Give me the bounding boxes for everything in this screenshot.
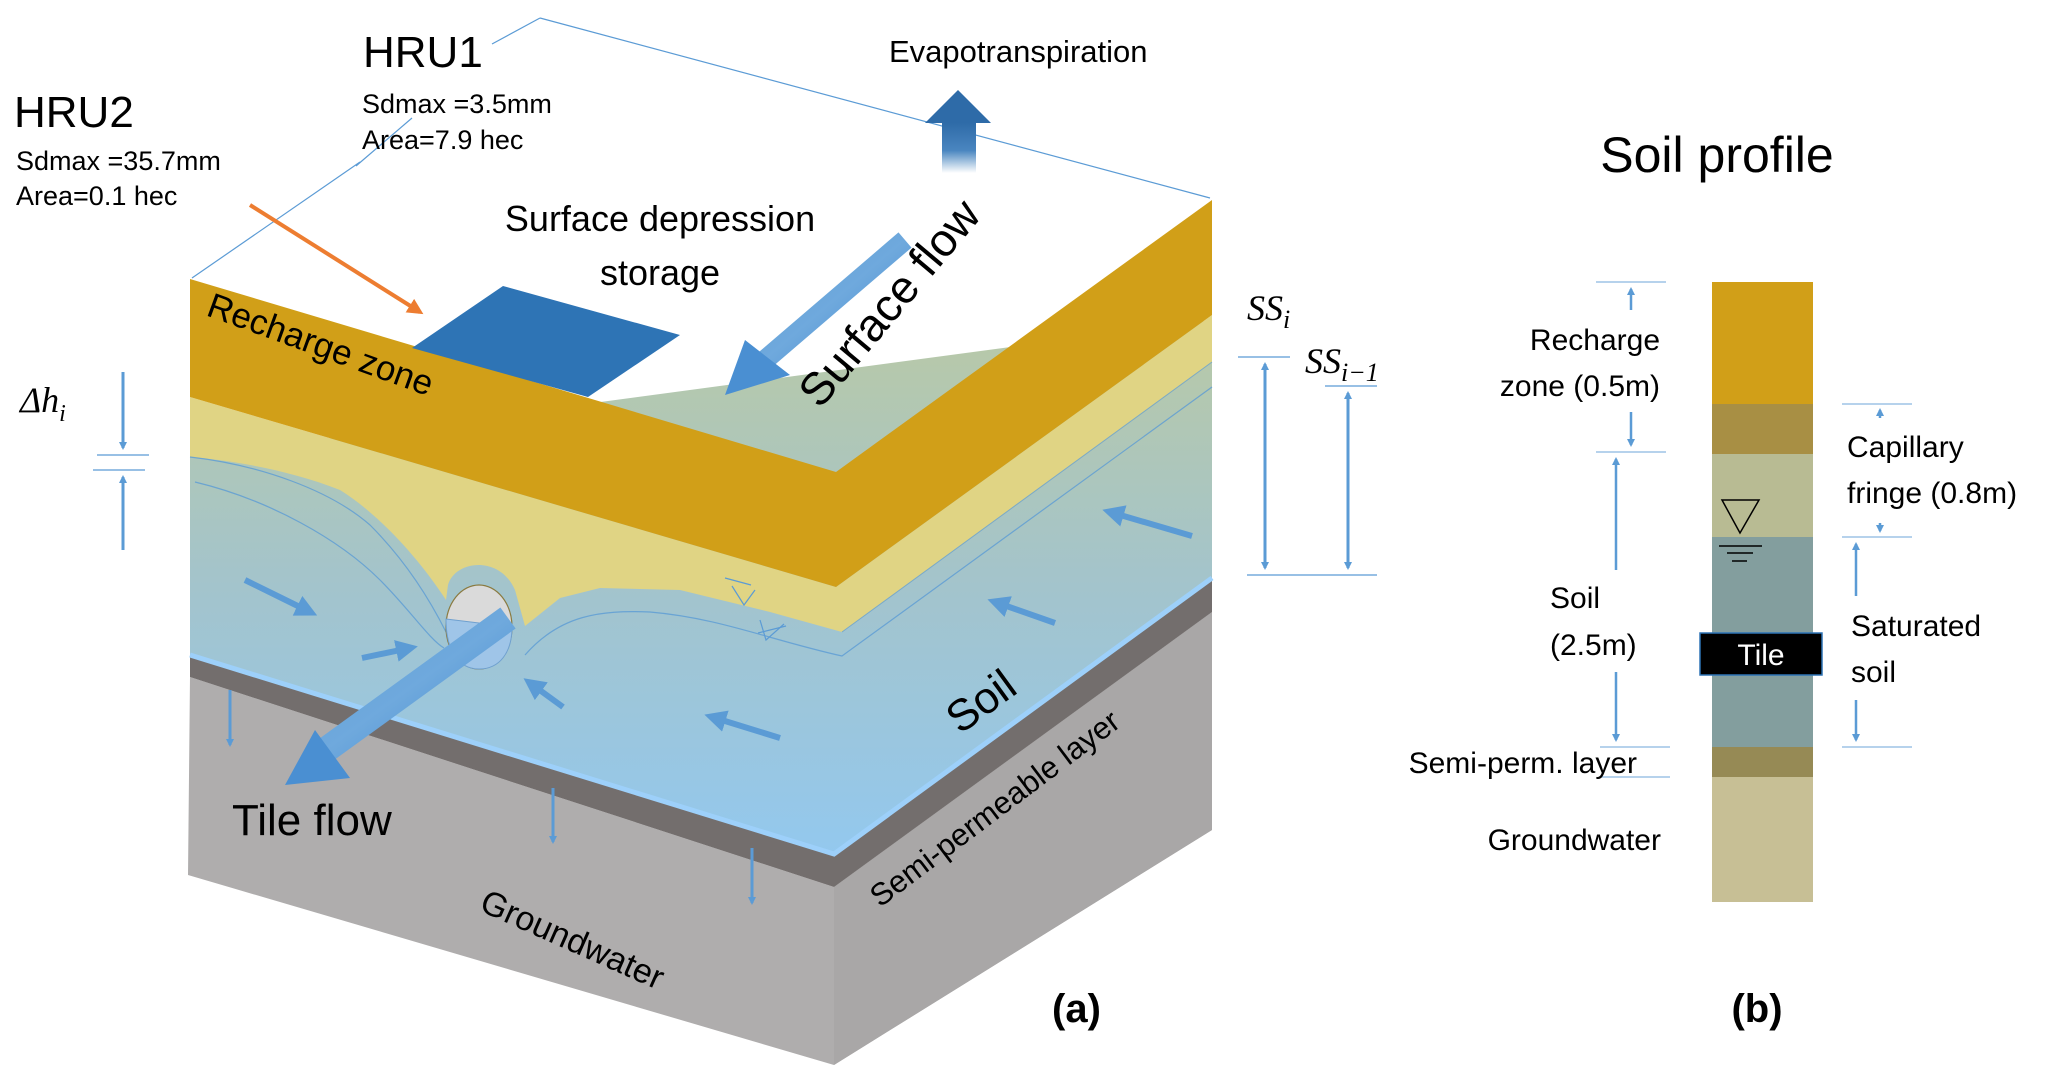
inflow-arrow-5 (987, 596, 1056, 626)
profile-soil-label-2: (2.5m) (1550, 629, 1637, 662)
hru1-area: Area=7.9 hec (362, 125, 523, 155)
delta-h-label: Δhi (18, 380, 66, 427)
water-table-line-4 (841, 361, 1213, 633)
water-level-marker-2 (757, 619, 787, 642)
profile-groundwater (1712, 777, 1813, 902)
profile-soil-label-1: Soil (1550, 582, 1600, 615)
top-surface-back-edge-left (491, 17, 541, 45)
evapotranspiration-arrow-icon (925, 90, 991, 173)
evapotranspiration-label: Evapotranspiration (889, 34, 1148, 69)
profile-dimensions (1596, 281, 1912, 778)
delta-h-dimension (93, 372, 149, 550)
profile-capillary-fringe (1712, 454, 1813, 537)
soil-profile-title: Soil profile (1600, 127, 1833, 183)
water-table-symbol-icon (1719, 499, 1762, 562)
profile-saturated-label-2: soil (1851, 656, 1896, 689)
tile-flow-arrowhead (285, 730, 350, 785)
profile-semi-perm-layer (1712, 747, 1813, 777)
ss-i-label: SSi (1247, 288, 1290, 334)
inflow-arrow-3 (523, 678, 565, 710)
water-table-line-1 (189, 456, 447, 633)
soil-profile-column (1712, 282, 1813, 902)
hru1-sdmax: Sdmax =3.5mm (362, 89, 552, 119)
semi-permeable-layer (190, 578, 1212, 887)
hru2-sdmax: Sdmax =35.7mm (16, 146, 221, 176)
soil-bottom-highlight (189, 575, 1214, 857)
profile-semi-perm-label: Semi-perm. layer (1409, 747, 1637, 780)
surface-depression-storage (412, 286, 680, 397)
ss-i-minus-1-label: SSi−1 (1305, 341, 1379, 387)
profile-tile-label: Tile (1737, 639, 1784, 672)
surface-flow-arrow (758, 232, 912, 368)
profile-recharge-zone (1712, 282, 1813, 404)
recharge-zone-layer (190, 200, 1212, 587)
panel-a-block (93, 17, 1377, 1065)
profile-recharge-label-2: zone (0.5m) (1500, 370, 1660, 403)
profile-capillary-label-2: fringe (0.8m) (1847, 477, 2017, 510)
inflow-arrow-2 (361, 640, 418, 662)
panel-a-caption: (a) (1052, 987, 1101, 1031)
hru1-title: HRU1 (363, 28, 483, 77)
tile-flow-arrow (304, 607, 516, 771)
tile-flow-label: Tile flow (232, 796, 392, 845)
inflow-arrow-6 (1102, 505, 1193, 539)
surface-depression-label-2: storage (600, 252, 720, 293)
top-surface-back-edge (539, 17, 1211, 199)
hru2-pointer-arrow (248, 203, 424, 315)
hru2-area: Area=0.1 hec (16, 181, 177, 211)
panel-b-caption: (b) (1731, 987, 1782, 1031)
water-table-line-3 (524, 386, 1213, 657)
profile-capillary-label-1: Capillary (1847, 431, 1964, 464)
profile-saturated-label-1: Saturated (1851, 610, 1981, 643)
inflow-arrow-4 (704, 710, 781, 741)
capillary-fringe-layer (190, 315, 1212, 632)
profile-tile-box: Tile (1699, 632, 1823, 676)
surface-depression-label-1: Surface depression (505, 198, 815, 239)
water-table-line-2 (194, 481, 445, 649)
hru2-title: HRU2 (14, 88, 134, 137)
profile-brown-layer (1712, 404, 1813, 454)
groundwater-front-shade (834, 612, 1212, 1065)
profile-groundwater-label: Groundwater (1488, 824, 1661, 857)
inflow-arrow-1 (243, 577, 318, 616)
profile-recharge-label-1: Recharge (1530, 324, 1660, 357)
ss-dimension (1238, 356, 1377, 576)
surface-flow-arrowhead (725, 340, 790, 395)
hru1-pointer-line (355, 117, 413, 167)
water-level-marker-1 (724, 577, 756, 607)
